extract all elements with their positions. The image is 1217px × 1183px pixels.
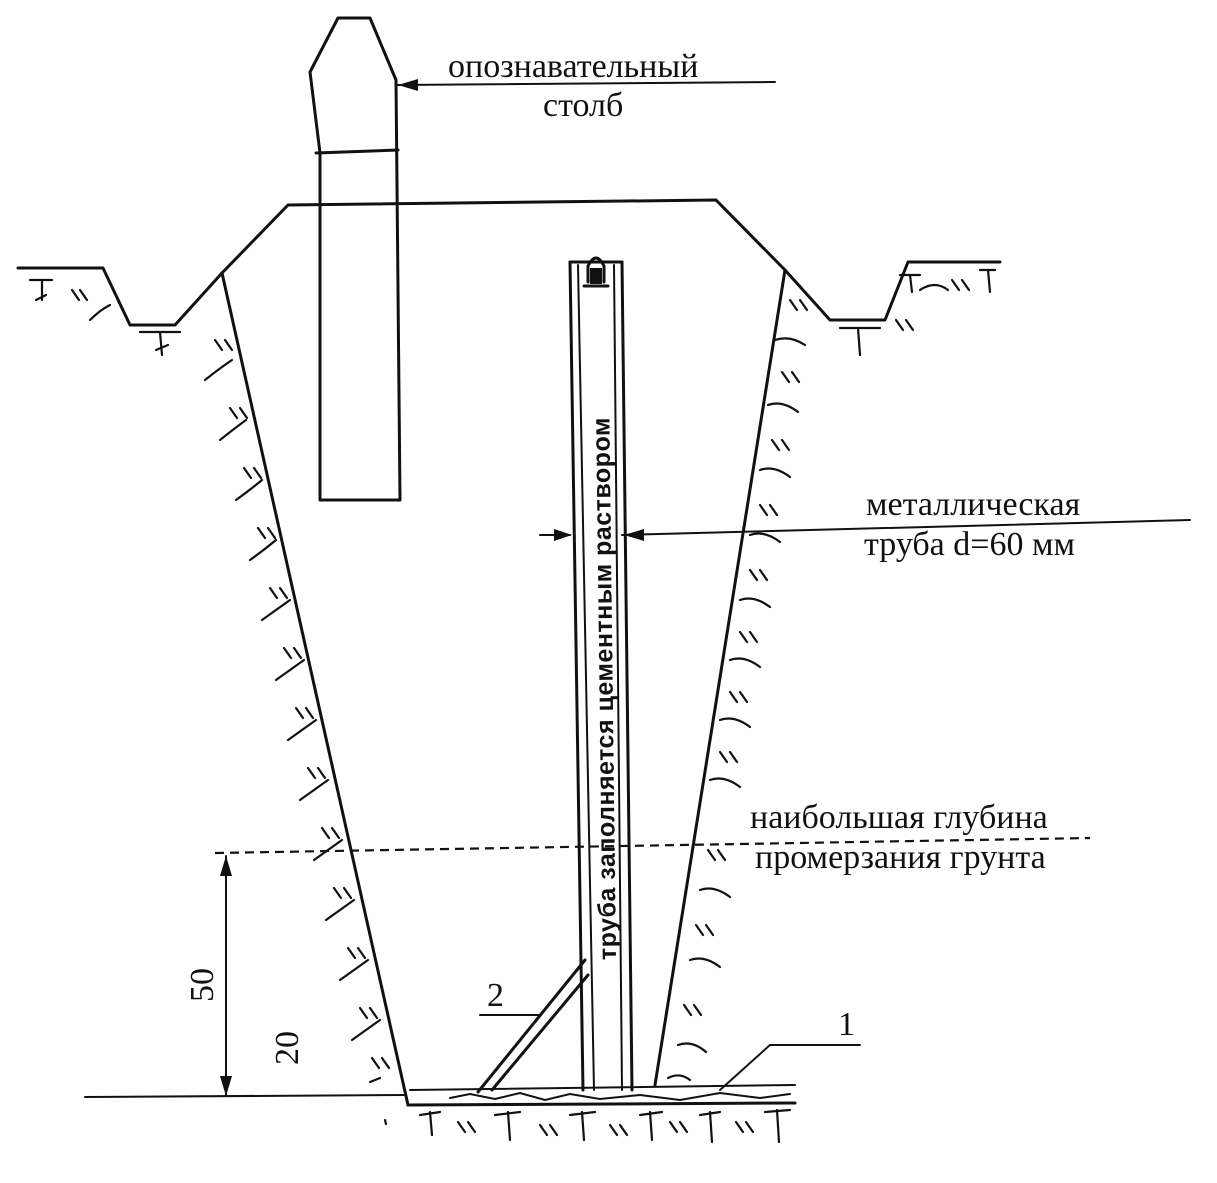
base-reference-line xyxy=(84,1094,406,1098)
metal-pipe-inner xyxy=(577,264,623,1091)
label-metal-pipe-2: труба d=60 мм xyxy=(864,526,1075,563)
arrow-pipe-left xyxy=(554,529,572,541)
marker-post xyxy=(308,16,402,502)
arrow-pipe-right xyxy=(624,529,644,541)
callout-2: 2 xyxy=(487,977,504,1014)
marker-post-band xyxy=(314,148,400,155)
pipe-head-fill xyxy=(590,268,602,284)
dim-label-50: 50 xyxy=(184,968,221,1002)
label-frost-depth-1: наибольшая глубина xyxy=(750,799,1048,836)
concrete-layer-fill xyxy=(449,1091,791,1102)
soil-hatching-left xyxy=(203,338,391,1084)
pipe-head-icon xyxy=(582,256,610,288)
pipe-inscription: труба заполняется цементным раствором xyxy=(587,417,622,960)
pit-wall-right xyxy=(653,268,787,1087)
pit-bottom xyxy=(406,1101,797,1107)
label-metal-pipe-1: металлическая xyxy=(866,486,1081,523)
ground-surface-left xyxy=(16,266,224,327)
soil-hatching-surface xyxy=(28,268,997,357)
leader-callout-1 xyxy=(719,1044,861,1091)
callout-1: 1 xyxy=(838,1006,855,1043)
soil-hatching-bottom xyxy=(383,1108,792,1144)
ground-surface-right xyxy=(783,260,1002,322)
frost-depth-line xyxy=(214,836,1091,855)
dim-label-20: 20 xyxy=(269,1031,306,1065)
leader-marker-post xyxy=(397,81,776,86)
arrow-marker-post xyxy=(398,79,418,91)
dim-arrow-top xyxy=(220,856,232,876)
metal-pipe-outer xyxy=(568,260,634,1092)
strut-2 xyxy=(476,958,590,1094)
concrete-layer-top xyxy=(409,1084,796,1091)
label-marker-post-1: опознавательный xyxy=(448,48,698,85)
soil-hatching-right xyxy=(666,298,809,1082)
label-marker-post-2: столб xyxy=(543,87,623,124)
mound-outline xyxy=(220,198,787,275)
dim-arrow-bottom xyxy=(220,1076,232,1096)
pit-wall-left xyxy=(220,271,410,1107)
label-frost-depth-2: промерзания грунта xyxy=(755,839,1046,876)
